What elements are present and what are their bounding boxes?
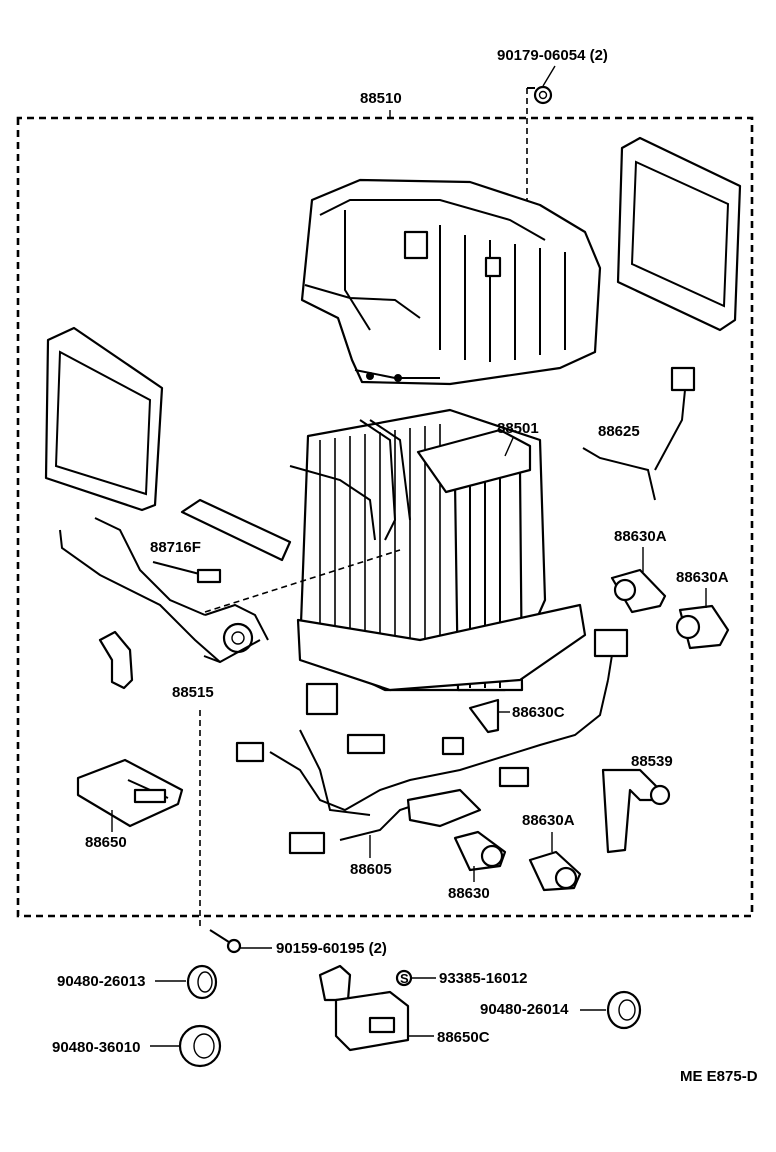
label-88501: 88501 — [497, 420, 539, 437]
grommet-90480-26013[interactable] — [186, 964, 218, 1000]
thermistor-88625[interactable] — [582, 366, 696, 501]
label-88650C: 88650C — [437, 1029, 490, 1046]
switch-88630A-upper[interactable] — [610, 568, 667, 614]
label-88630C: 88630C — [512, 704, 565, 721]
switch-88630[interactable] — [453, 830, 507, 872]
label-88625: 88625 — [598, 423, 640, 440]
label-88539: 88539 — [631, 753, 673, 770]
label-88630A-right: 88630A — [676, 569, 729, 586]
hose-88515[interactable] — [59, 517, 401, 690]
label-90159-60195: 90159-60195 (2) — [276, 940, 387, 957]
label-88605: 88605 — [350, 861, 392, 878]
label-93385-16012: 93385-16012 — [439, 970, 527, 987]
relay-88650C[interactable] — [318, 964, 410, 1052]
sensor-88716F[interactable] — [152, 498, 292, 584]
label-90480-26013: 90480-26013 — [57, 973, 145, 990]
evaporator-core-88501[interactable] — [289, 408, 587, 692]
hose-88539[interactable] — [601, 768, 671, 854]
label-88630A-lower: 88630A — [522, 812, 575, 829]
label-90480-36010: 90480-36010 — [52, 1039, 140, 1056]
symbol-93385: S — [400, 971, 409, 986]
label-88716F: 88716F — [150, 539, 201, 556]
label-88510: 88510 — [360, 90, 402, 107]
screw-90159-60195[interactable] — [199, 710, 242, 954]
wire-harness-88605[interactable] — [235, 628, 629, 855]
label-90480-26014: 90480-26014 — [480, 1001, 569, 1018]
label-88650: 88650 — [85, 834, 127, 851]
amplifier-88650[interactable] — [76, 758, 184, 828]
assembly-boundary — [16, 116, 754, 918]
grommet-90480-36010[interactable] — [178, 1024, 222, 1068]
label-88515: 88515 — [172, 684, 214, 701]
part-90179-06054[interactable] — [526, 85, 553, 205]
figure-code: ME E875-D — [680, 1068, 758, 1085]
right-gasket-frame[interactable] — [616, 136, 742, 332]
switch-88630A-right[interactable] — [675, 604, 730, 650]
left-gasket-frame[interactable] — [44, 326, 164, 512]
switch-88630A-lower[interactable] — [528, 850, 582, 892]
label-90179-06054: 90179-06054 (2) — [497, 47, 608, 64]
bracket-88630C[interactable] — [468, 698, 500, 734]
grommet-90480-26014[interactable] — [606, 990, 642, 1030]
label-88630: 88630 — [448, 885, 490, 902]
screw-93385-16012[interactable]: S — [395, 969, 413, 987]
upper-case-housing[interactable] — [300, 178, 602, 386]
label-88630A-upper: 88630A — [614, 528, 667, 545]
